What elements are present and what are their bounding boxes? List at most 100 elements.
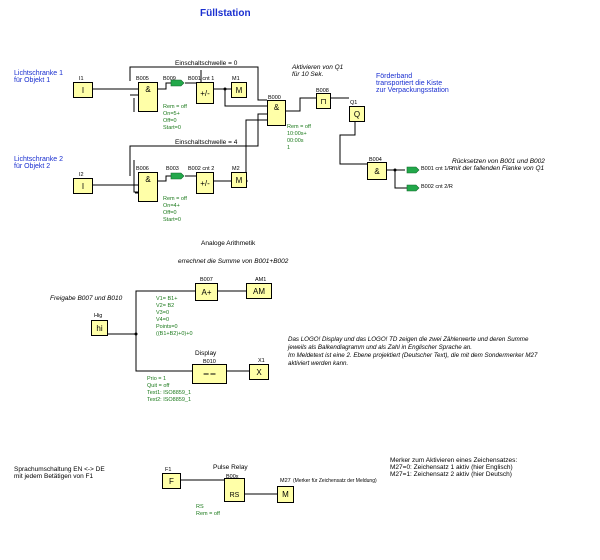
note-line: aktiviert werden kann.	[288, 360, 349, 367]
green-flags	[170, 79, 420, 192]
param-line: V1= B1+	[156, 296, 178, 302]
param-line: ((B1+B2)+0)+0	[156, 331, 193, 337]
block-i2: I	[73, 178, 93, 194]
block-b004: &	[367, 162, 387, 180]
note-line: Aktivieren von Q1	[292, 64, 344, 71]
block-b007: A+	[195, 283, 218, 301]
label-b007: B007	[200, 277, 213, 283]
param-line: 1	[287, 145, 291, 151]
label-m27: M27	[280, 478, 291, 484]
label-q1: Q1	[350, 100, 358, 106]
block-am1: AM	[246, 283, 272, 299]
note-einschaltschwelle-0: Einschaltschwelle = 0	[175, 60, 238, 67]
label-i2: I2	[79, 172, 84, 178]
label-b008: B008	[316, 88, 329, 94]
note-ruecksetzen: Rücksetzen von B001 und B002 mit der fal…	[452, 158, 545, 172]
note-line: zur Verpackungsstation	[376, 87, 449, 94]
block-x1: X	[249, 364, 269, 380]
label-b004: B004	[369, 157, 382, 163]
param-line: Points=0	[156, 324, 178, 330]
param-line: On=5+	[163, 111, 180, 117]
param-line: Start=0	[163, 125, 181, 131]
param-line: Quit = off	[147, 383, 170, 389]
note-display: Display	[195, 350, 217, 357]
label-b010: B010	[203, 359, 216, 365]
params-b001: Rem = off On=5+ Off=0 Start=0	[163, 104, 187, 132]
note-freigabe: Freigabe B007 und B010	[50, 295, 123, 302]
block-m2: M	[231, 172, 247, 188]
label-b002: B002 cnt 2	[188, 166, 215, 172]
block-b001: +/-	[196, 82, 214, 104]
block-b005: &	[138, 82, 158, 112]
params-b002: Rem = off On=4+ Off=0 Start=0	[163, 196, 187, 224]
block-q1: Q	[349, 106, 365, 122]
note-einschaltschwelle-4: Einschaltschwelle = 4	[175, 139, 238, 146]
note-line: jeweils als Balkendiagramm und als Zahl …	[288, 344, 472, 351]
param-line: Off=0	[163, 118, 177, 124]
param-line: V2= B2	[156, 303, 175, 309]
block-i1: I	[73, 82, 93, 98]
note-lichtschranke-1: Lichtschranke 1 für Objekt 1	[14, 70, 63, 84]
param-line: Rem = off	[163, 104, 187, 110]
block-b010: ═ ═	[192, 364, 227, 384]
ref-b002: B002 cnt 2/R	[421, 184, 453, 190]
note-line: Sprachumschaltung EN <-> DE	[14, 466, 105, 473]
note-sprachumschaltung: Sprachumschaltung EN <-> DE mit jedem Be…	[14, 466, 105, 480]
note-analog-title: Analoge Arithmetik	[201, 240, 256, 247]
block-b000: &	[267, 100, 286, 126]
label-b006: B006	[136, 166, 149, 172]
note-line: für 10 Sek.	[292, 71, 324, 78]
label-i1: I1	[79, 76, 84, 82]
label-b00x: B00x	[226, 474, 239, 480]
block-b006: &	[138, 172, 158, 202]
label-am1: AM1	[255, 277, 267, 283]
note-foerderband: Förderband transportiert die Kiste zur V…	[376, 73, 449, 94]
note-display-info: Das LOGO! Display und das LOGO! TD zeige…	[288, 336, 537, 368]
params-b007: V1= B1+ V2= B2 V3=0 V4=0 Points=0 ((B1+B…	[156, 296, 193, 338]
param-line: 00:00s	[287, 138, 304, 144]
param-line: Rem = off	[163, 196, 187, 202]
param-line: Start=0	[163, 217, 181, 223]
label-hi: Hig	[94, 313, 103, 319]
page-title: Füllstation	[200, 8, 251, 19]
note-analog-sub: errechnet die Summe von B001+B002	[178, 258, 289, 265]
param-line: Rem = off	[287, 124, 311, 130]
block-b00x: RS	[224, 478, 245, 502]
label-b005: B005	[136, 76, 149, 82]
note-m27: (Merker für Zeichensatz der Meldung)	[293, 478, 377, 484]
note-line: M27=0: Zeichensatz 1 aktiv (hier Englisc…	[390, 464, 513, 471]
params-b008: Rem = off 10:00s+ 00:00s 1	[287, 124, 311, 152]
label-b009: B009	[163, 76, 176, 82]
note-pulse-relay: Pulse Relay	[213, 464, 248, 471]
note-merker: Merker zum Aktivieren eines Zeichensatze…	[390, 457, 517, 478]
note-line: Förderband	[376, 73, 413, 80]
params-b010: Prio = 1 Quit = off Text1: ISO8859_1 Tex…	[147, 376, 191, 404]
label-m1: M1	[232, 76, 240, 82]
label-f1: F1	[165, 467, 172, 473]
block-m27: M	[277, 486, 294, 503]
wires	[93, 66, 410, 495]
param-line: Prio = 1	[147, 376, 167, 382]
note-line: transportiert die Kiste	[376, 80, 443, 87]
param-line: Text1: ISO8859_1	[147, 390, 192, 396]
block-b002: +/-	[196, 172, 214, 194]
param-line: RS	[196, 504, 204, 510]
block-m1: M	[231, 82, 247, 98]
param-line: Off=0	[163, 210, 177, 216]
block-f1: F	[162, 473, 181, 489]
note-line: mit der fallenden Flanke von Q1	[452, 165, 545, 172]
param-line: V3=0	[156, 310, 169, 316]
note-line: für Objekt 1	[14, 77, 51, 84]
note-line: für Objekt 2	[14, 163, 51, 170]
note-aktivieren: Aktivieren von Q1 für 10 Sek.	[292, 64, 343, 78]
label-x1: X1	[258, 358, 265, 364]
param-line: 10:00s+	[287, 131, 307, 137]
label-b003: B003	[166, 166, 179, 172]
param-line: Text2: ISO8859_1	[147, 397, 192, 403]
note-line: Das LOGO! Display und das LOGO! TD zeige…	[288, 336, 529, 343]
note-lichtschranke-2: Lichtschranke 2 für Objekt 2	[14, 156, 63, 170]
note-line: mit jedem Betätigen von F1	[14, 473, 94, 480]
params-b00x: RS Rem = off	[196, 504, 220, 518]
block-b008: ⊓	[316, 93, 331, 109]
